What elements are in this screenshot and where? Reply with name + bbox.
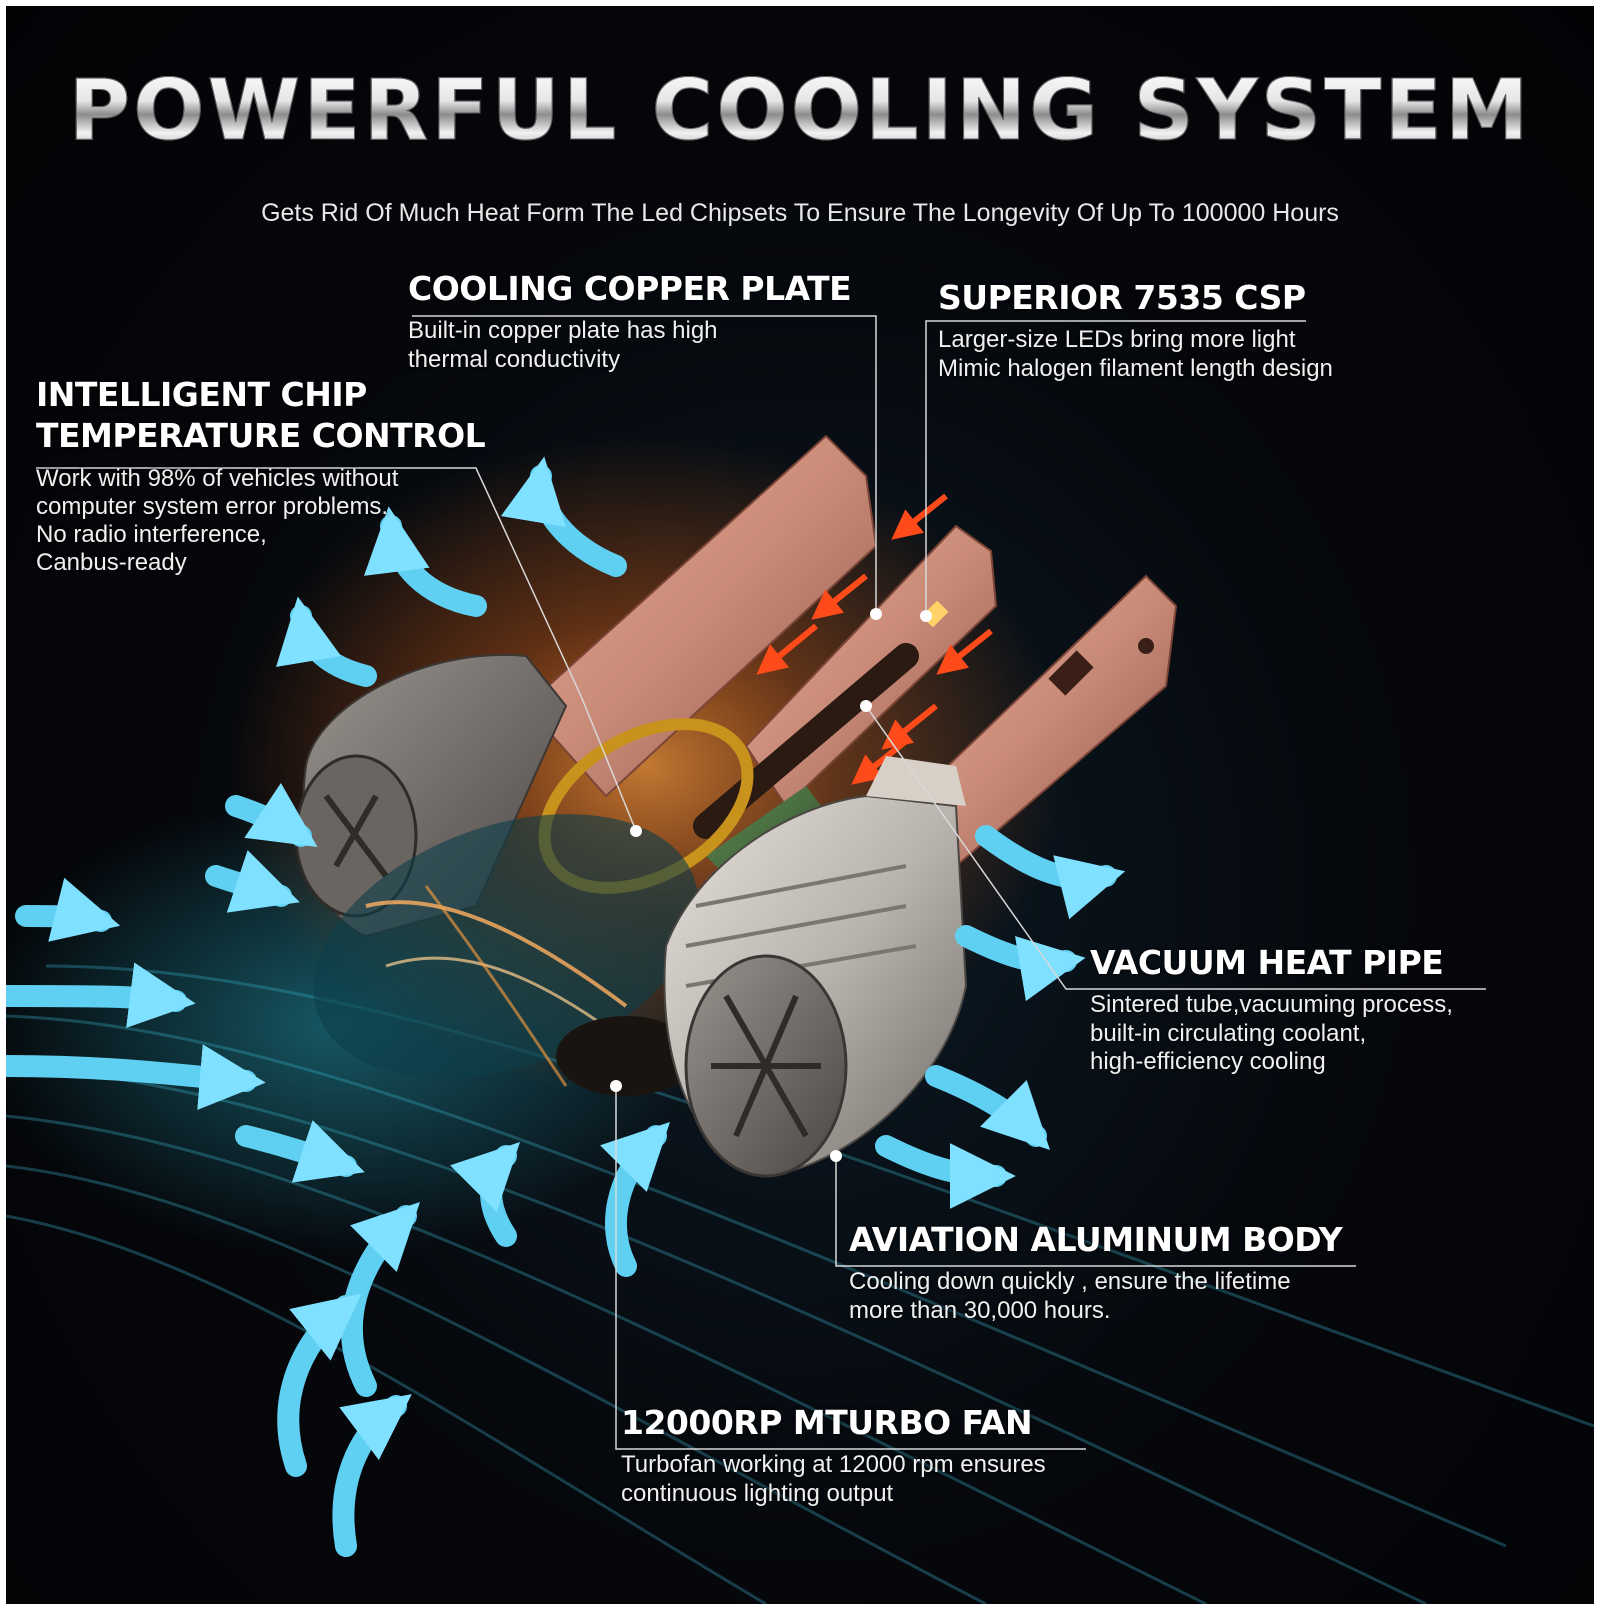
desc-line: Sintered tube,vacuuming process, — [1090, 991, 1453, 1019]
desc-line: more than 30,000 hours. — [849, 1296, 1111, 1324]
desc-line: Larger-size LEDs bring more light — [938, 326, 1296, 354]
desc-line: built-in circulating coolant, — [1090, 1019, 1367, 1047]
callout-heading: INTELLIGENT CHIP TEMPERATURE CONTROL — [36, 374, 486, 457]
desc-line: continuous lighting output — [621, 1479, 894, 1507]
callout-heading: VACUUM HEAT PIPE — [1090, 943, 1444, 982]
desc-line: Canbus-ready — [36, 549, 187, 577]
callout-heading: COOLING COPPER PLATE — [408, 269, 852, 308]
desc-line: Work with 98% of vehicles without — [36, 464, 399, 492]
page-subtitle: Gets Rid Of Much Heat Form The Led Chips… — [261, 199, 1339, 227]
desc-line: Built-in copper plate has high — [408, 317, 718, 345]
callout-vacuum-heat-pipe: VACUUM HEAT PIPE Sintered tube,vacuuming… — [1090, 942, 1453, 1076]
callout-copper-plate: COOLING COPPER PLATE Built-in copper pla… — [408, 268, 852, 374]
callout-aviation-aluminum-body: AVIATION ALUMINUM BODY Cooling down quic… — [849, 1219, 1343, 1325]
callout-heading: AVIATION ALUMINUM BODY — [849, 1220, 1343, 1259]
callout-heading: 12000RP MTURBO FAN — [621, 1403, 1033, 1442]
callout-turbo-fan: 12000RP MTURBO FAN Turbofan working at 1… — [621, 1402, 1046, 1508]
desc-line: high-efficiency cooling — [1090, 1047, 1326, 1075]
desc-line: No radio interference, — [36, 521, 267, 549]
bulb-illustration — [6, 315, 1594, 1604]
desc-line: Cooling down quickly , ensure the lifeti… — [849, 1268, 1291, 1296]
callout-heading: SUPERIOR 7535 CSP — [938, 278, 1306, 317]
callout-csp: SUPERIOR 7535 CSP Larger-size LEDs bring… — [938, 277, 1333, 383]
callout-description: Work with 98% of vehicles without comput… — [36, 465, 485, 578]
product-infographic: POWERFUL COOLING SYSTEM Gets Rid Of Much… — [6, 6, 1594, 1604]
airflow-arrows — [6, 456, 1126, 1557]
heading-line: INTELLIGENT CHIP — [36, 375, 367, 414]
heat-arrows — [756, 493, 993, 785]
desc-line: Turbofan working at 12000 rpm ensures — [621, 1451, 1046, 1479]
desc-line: Mimic halogen filament length design — [938, 354, 1333, 382]
front-aluminum-housing — [663, 756, 968, 1178]
leader-lines — [36, 315, 1486, 1450]
heading-line: TEMPERATURE CONTROL — [36, 416, 486, 456]
callout-description: Sintered tube,vacuuming process, built-i… — [1090, 991, 1453, 1076]
callout-description: Built-in copper plate has high thermal c… — [408, 317, 851, 374]
leader-dots — [610, 608, 932, 1162]
fan-block — [313, 814, 699, 1096]
page-title: POWERFUL COOLING SYSTEM — [6, 63, 1594, 157]
callout-description: Turbofan working at 12000 rpm ensures co… — [621, 1451, 1046, 1508]
callout-description: Cooling down quickly , ensure the lifeti… — [849, 1268, 1342, 1325]
desc-line: thermal conductivity — [408, 345, 621, 373]
callout-chip-temperature-control: INTELLIGENT CHIP TEMPERATURE CONTROL Wor… — [36, 374, 486, 578]
callout-description: Larger-size LEDs bring more light Mimic … — [938, 326, 1333, 383]
desc-line: computer system error problems. — [36, 492, 389, 520]
